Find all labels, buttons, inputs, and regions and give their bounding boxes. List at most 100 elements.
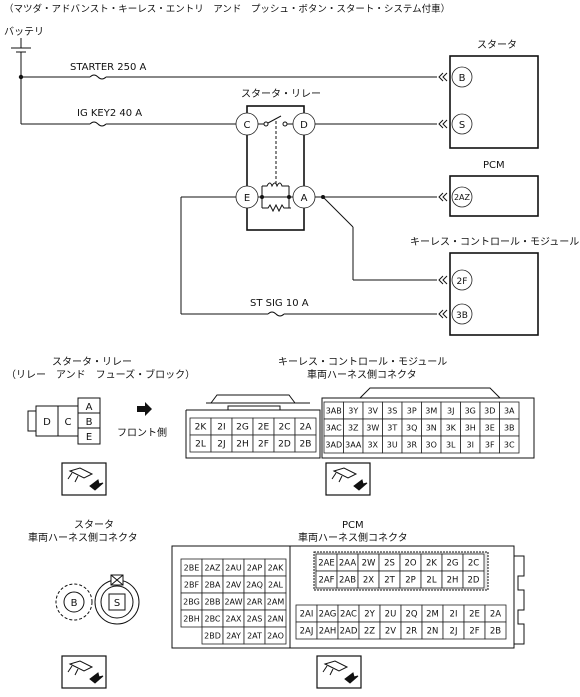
connector-pin-label: 3Q <box>406 423 417 432</box>
starter-pin-b-label: B <box>459 73 466 84</box>
keyless-box <box>449 252 539 336</box>
relay-pin-e-view: E <box>86 432 92 443</box>
keyless-pin-2f-label: 2F <box>457 277 468 287</box>
starter-title: スタータ <box>477 39 517 51</box>
connector-pin-label: 3J <box>447 406 454 415</box>
relay-pin-e-label: E <box>244 193 250 204</box>
connector-pin-label: 2AA <box>339 559 356 569</box>
switch-icon <box>258 115 293 185</box>
connector-pin-label: 2C <box>468 559 479 569</box>
connector-pin-label: 3K <box>446 423 457 432</box>
relay-pin-a-view: A <box>86 402 93 413</box>
connector-pin-label: 2A <box>490 610 501 620</box>
connector-plug-icon <box>316 655 362 689</box>
relay-pin-a-label: A <box>301 193 308 204</box>
connector-pin-label: 3R <box>406 440 417 449</box>
connector-pin-label: 3L <box>446 440 456 449</box>
relay-connector-view: スタータ・リレー （リレー アンド フューズ・ブロック） D C A B E フ… <box>6 356 195 496</box>
pcm-pin-2az-label: 2AZ <box>454 193 471 202</box>
connector-pin-label: 2AU <box>225 563 242 572</box>
pcm-connector-title: PCM <box>342 520 364 531</box>
connector-pin-label: 2BD <box>204 631 221 640</box>
connector-pin-cell <box>484 621 507 640</box>
connector-pin-label: 2BH <box>183 614 200 623</box>
starter-pin-b-view: B <box>71 598 78 609</box>
connector-pin-label: 3U <box>387 440 398 449</box>
connector-pin-label: 2AL <box>268 580 284 589</box>
pcm-title: PCM <box>483 160 505 171</box>
connector-pin-label: 3AA <box>345 440 362 449</box>
connector-pin-label: 2AY <box>226 631 241 640</box>
connector-pin-cell <box>264 626 287 645</box>
connector-pin-label: 2AZ <box>204 563 221 572</box>
battery-label: バッテリ <box>4 26 44 38</box>
connector-pin-label: 2T <box>384 576 395 586</box>
connector-plug-icon <box>325 462 371 496</box>
connector-pin-label: 2AI <box>300 610 314 620</box>
connector-pin-label: 2AO <box>267 631 284 640</box>
connector-pin-label: 2AC <box>340 610 357 620</box>
connector-pin-label: 2F <box>469 627 479 637</box>
relay-title: スタータ・リレー <box>241 88 321 100</box>
connector-pin-label: 3AB <box>326 406 342 415</box>
connector-chevrons <box>438 72 448 319</box>
connector-pin-label: 2AV <box>226 580 242 589</box>
connector-pin-label: 2AD <box>340 627 358 637</box>
connector-pin-label: 2F <box>258 440 269 450</box>
connector-pin-label: 2BB <box>204 597 220 606</box>
connector-pin-label: 2P <box>405 576 416 586</box>
keyless-connector-subtitle: 車両ハーネス側コネクタ <box>307 368 417 381</box>
connector-pin-cell <box>462 570 485 589</box>
connector-pin-label: 2Q <box>405 610 417 620</box>
pcm-box <box>449 175 539 217</box>
connector-pin-label: 2E <box>258 423 270 433</box>
starter-connector-view: スタータ 車両ハーネス側コネクタ B S <box>28 519 140 689</box>
fuse-stsig-label: ST SIG 10 A <box>250 298 309 309</box>
connector-pin-label: 2O <box>404 559 416 569</box>
relay-pin-b-view: B <box>86 417 93 428</box>
connector-pin-label: 3T <box>387 423 397 432</box>
fuse-igkey2-label: IG KEY2 40 A <box>77 108 142 119</box>
connector-pin-label: 2H <box>236 440 249 450</box>
connector-pin-label: 2D <box>468 576 480 586</box>
connector-pin-label: 2K <box>195 423 208 433</box>
connector-pin-label: 2AT <box>247 631 262 640</box>
arrow-right-icon <box>137 402 152 416</box>
keyless-pin-3b-label: 3B <box>456 311 468 321</box>
connector-pin-label: 2AP <box>247 563 263 572</box>
connector-pin-label: 3G <box>465 406 476 415</box>
connector-pin-label: 3D <box>484 406 495 415</box>
starter-connector-title: スタータ <box>74 519 114 531</box>
connector-pin-label: 2K <box>426 559 437 569</box>
connector-pin-label: 2E <box>469 610 480 620</box>
relay-pin-c-view: C <box>65 417 72 428</box>
connector-pin-label: 2M <box>426 610 439 620</box>
connector-pin-label: 3AC <box>326 423 342 432</box>
resistor-icon <box>262 203 291 213</box>
connector-pin-label: 2I <box>217 423 225 433</box>
fuse-icon <box>89 74 107 80</box>
connector-pin-label: 2AM <box>267 597 285 606</box>
connector-pin-cell <box>499 435 520 454</box>
starter-connector-subtitle: 車両ハーネス側コネクタ <box>28 531 138 544</box>
connector-pin-label: 3Z <box>348 423 359 432</box>
connector-pin-label: 2C <box>278 423 290 433</box>
connector-pin-label: 2BF <box>184 580 200 589</box>
starter-pin-s <box>451 113 473 135</box>
relay-pin-d-label: D <box>300 120 308 131</box>
keyless-title: キーレス・コントロール・モジュール <box>410 237 579 248</box>
connector-pin-label: 2J <box>450 627 458 637</box>
connector-pin-label: 3M <box>425 406 437 415</box>
connector-pin-label: 2N <box>427 627 439 637</box>
connector-pin-label: 3E <box>485 423 495 432</box>
connector-pin-label: 2S <box>384 559 395 569</box>
connector-pin-label: 2AH <box>319 627 337 637</box>
starter-pin-s-view: S <box>114 598 120 609</box>
connector-pin-label: 2AS <box>247 614 263 623</box>
connector-pin-label: 2W <box>362 559 376 569</box>
relay-connector-title: スタータ・リレー <box>52 356 132 368</box>
keyless-pin-3b <box>451 303 473 325</box>
connector-pin-label: 2U <box>385 610 397 620</box>
connector-pin-label: 2X <box>363 576 374 586</box>
connector-pin-label: 3S <box>387 406 397 415</box>
